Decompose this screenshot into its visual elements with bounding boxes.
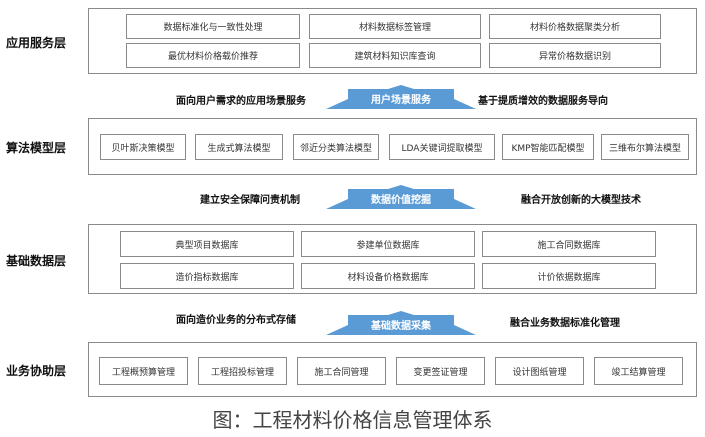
- connector-top-left-text: 面向用户需求的应用场景服务: [176, 96, 306, 107]
- application-layer-frame: 数据标准化与一致性处理 材料数据标签管理 材料价格数据聚类分析 最优材料价格载价…: [88, 8, 697, 74]
- connector-top-arrow: [326, 85, 476, 109]
- algo-item-5: KMP智能匹配模型: [502, 134, 594, 160]
- data-item-1: 典型项目数据库: [120, 231, 294, 257]
- connector-bottom-arrow: [326, 311, 476, 335]
- data-item-5: 材料设备价格数据库: [301, 263, 475, 289]
- biz-item-5: 设计图纸管理: [495, 357, 584, 385]
- algo-item-1: 贝叶斯决策模型: [100, 134, 186, 160]
- figure-caption: 图：工程材料价格信息管理体系: [212, 408, 493, 432]
- algo-item-6: 三维布尔算法模型: [601, 134, 689, 160]
- layer-label-data: 基础数据层: [6, 254, 67, 268]
- connector-bottom-right-text: 融合业务数据标准化管理: [510, 318, 620, 329]
- connector-bottom-left-text: 面向造价业务的分布式存储: [176, 315, 296, 326]
- app-item-3: 材料价格数据聚类分析: [489, 14, 661, 39]
- connector-middle-arrow-label: 数据价值挖掘: [371, 195, 431, 206]
- data-item-2: 参建单位数据库: [301, 231, 475, 257]
- data-item-6: 计价依据数据库: [482, 263, 656, 289]
- algo-item-2: 生成式算法模型: [195, 134, 283, 160]
- biz-item-1: 工程概预算管理: [99, 357, 188, 385]
- app-item-5: 建筑材料知识库查询: [309, 43, 481, 68]
- biz-item-2: 工程招投标管理: [198, 357, 287, 385]
- biz-item-6: 竣工结算管理: [594, 357, 683, 385]
- layer-label-algorithm: 算法模型层: [6, 141, 67, 155]
- app-item-4: 最优材料价格载价推荐: [126, 43, 300, 68]
- algorithm-layer-frame: 贝叶斯决策模型 生成式算法模型 邻近分类算法模型 LDA关键词提取模型 KMP智…: [88, 118, 697, 175]
- data-item-3: 施工合同数据库: [482, 231, 656, 257]
- connector-middle-left-text: 建立安全保障问责机制: [200, 195, 300, 206]
- layer-label-business: 业务协助层: [6, 364, 67, 378]
- layer-label-application: 应用服务层: [6, 36, 67, 50]
- algo-item-4: LDA关键词提取模型: [389, 134, 495, 160]
- data-item-4: 造价指标数据库: [120, 263, 294, 289]
- data-layer-frame: 典型项目数据库 参建单位数据库 施工合同数据库 造价指标数据库 材料设备价格数据…: [88, 224, 697, 294]
- connector-top-right-text: 基于提质增效的数据服务导向: [478, 96, 608, 107]
- connector-middle-arrow: [326, 185, 476, 209]
- connector-top-arrow-label: 用户场景服务: [371, 95, 431, 106]
- biz-item-3: 施工合同管理: [297, 357, 386, 385]
- biz-item-4: 变更签证管理: [396, 357, 485, 385]
- app-item-1: 数据标准化与一致性处理: [126, 14, 300, 39]
- connector-middle-right-text: 融合开放创新的大模型技术: [521, 195, 641, 206]
- app-item-2: 材料数据标签管理: [309, 14, 481, 39]
- business-layer-frame: 工程概预算管理 工程招投标管理 施工合同管理 变更签证管理 设计图纸管理 竣工结…: [88, 342, 697, 397]
- algo-item-3: 邻近分类算法模型: [293, 134, 379, 160]
- app-item-6: 异常价格数据识别: [489, 43, 661, 68]
- connector-bottom-arrow-label: 基础数据采集: [371, 321, 431, 332]
